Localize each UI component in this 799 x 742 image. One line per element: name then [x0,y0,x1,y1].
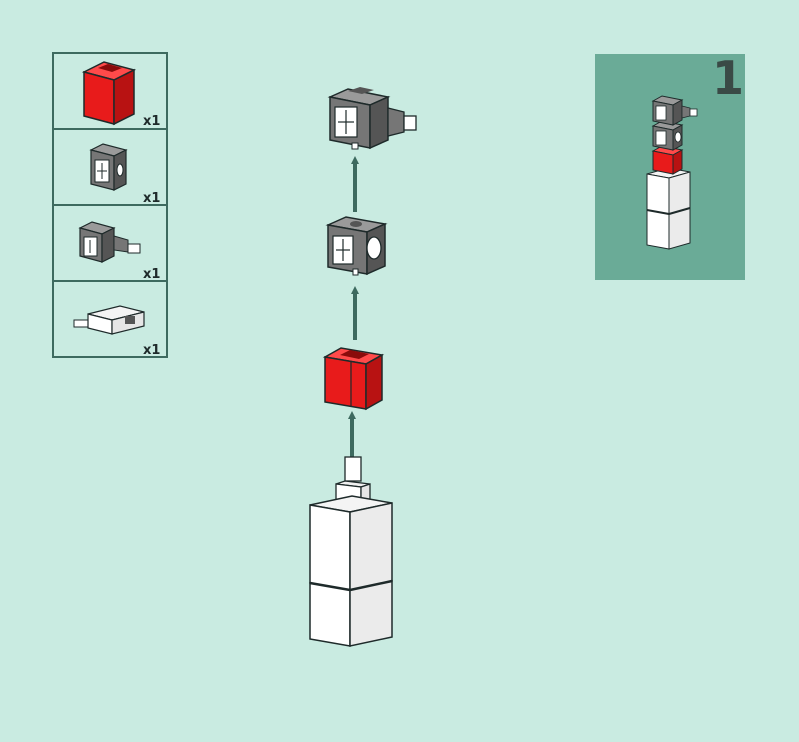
parts-list-item-motor-block: x1 [78,221,160,282]
parts-list-item-red-cube: x1 [81,61,160,129]
motor-block-part-icon [78,221,141,263]
white-base-tower-part [309,456,393,647]
parts-list-item-shaft-adapter: x1 [73,305,160,358]
assembly-sequence [309,87,417,647]
step-preview-panel: 1 [595,51,745,280]
shaft-adapter-part-icon [73,305,145,335]
servo-block-part-icon [89,143,128,191]
red-cube-part [322,347,385,411]
assembled-model-preview [646,95,698,250]
red-cube-part-icon [81,61,137,126]
quantity-label: x1 [143,114,160,129]
quantity-label: x1 [143,267,160,282]
step-number: 1 [712,51,744,105]
parts-list-panel: x1 x1 [52,52,168,358]
quantity-label: x1 [143,343,160,358]
quantity-label: x1 [143,191,160,206]
servo-block-part [325,216,388,276]
motor-block-part [327,87,417,150]
parts-list-item-servo-block: x1 [89,143,160,206]
